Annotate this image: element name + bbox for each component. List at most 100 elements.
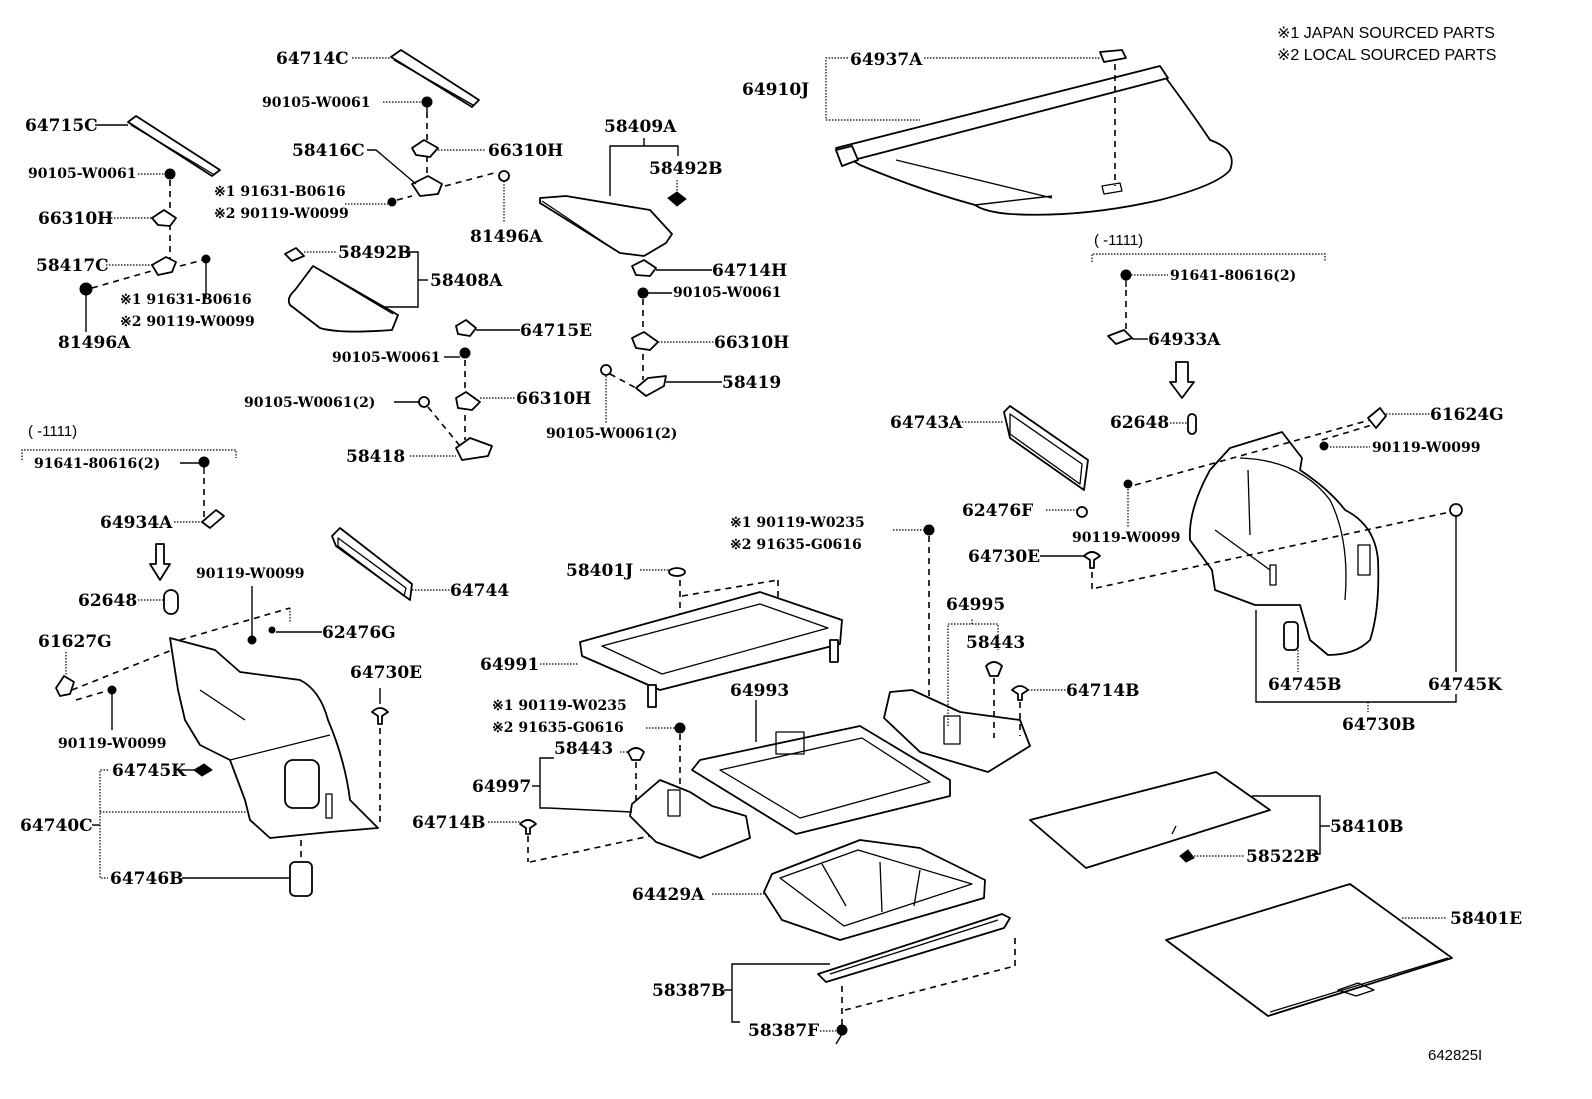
screw-icon — [247, 635, 257, 645]
bracket-58418[interactable] — [455, 437, 493, 461]
clip-58492B[interactable] — [667, 191, 687, 207]
screw-icon — [107, 685, 117, 695]
panel-58409A[interactable] — [539, 195, 673, 257]
label-64730E-l: 64730E — [350, 663, 422, 683]
clip-58401J[interactable] — [668, 567, 686, 577]
label-66310H-d: 66310H — [516, 389, 591, 409]
clip-58443[interactable] — [627, 747, 645, 761]
deck-board-58410B[interactable] — [1029, 771, 1271, 869]
label-91641-80616-l: 91641-80616(2) — [34, 456, 160, 472]
tonneau-cover-64910J[interactable] — [835, 65, 1233, 216]
label-64991: 64991 — [480, 655, 539, 675]
range-note-left: ( -1111) — [28, 423, 77, 440]
label-64745K-l: 64745K — [112, 761, 187, 781]
note-japan-sourced: ※1 JAPAN SOURCED PARTS — [1277, 25, 1495, 42]
label-58419: 58419 — [722, 373, 781, 393]
tool-tray-64429A[interactable] — [763, 839, 986, 941]
clip-62476F[interactable] — [1076, 506, 1088, 518]
clip-66310H[interactable] — [411, 139, 439, 158]
clip-64714H[interactable] — [631, 259, 657, 277]
clip-64715E[interactable] — [455, 319, 477, 337]
screw-icon — [1123, 479, 1133, 489]
label-64745B: 64745B — [1268, 675, 1342, 695]
label-58443-l: 58443 — [554, 739, 613, 759]
label-81496A-b: 81496A — [58, 333, 131, 353]
screw-icon — [164, 168, 176, 180]
clip-64714B[interactable] — [519, 819, 537, 835]
label-58417C: 58417C — [36, 256, 109, 276]
plug-62648[interactable] — [163, 589, 179, 615]
label-90119-W0235-m1: ※1 90119-W0235 — [730, 515, 865, 531]
clip-61627G[interactable] — [55, 675, 75, 697]
label-58387B: 58387B — [652, 981, 726, 1001]
bracket-58417C[interactable] — [151, 256, 177, 276]
scuff-plate-58387B[interactable] — [817, 913, 1011, 983]
clip-81496A[interactable] — [79, 282, 93, 296]
label-62476G: 62476G — [322, 623, 396, 643]
clip-62476G[interactable] — [268, 626, 276, 634]
plug-62648[interactable] — [1187, 413, 1197, 435]
label-64715C: 64715C — [25, 116, 98, 136]
clip-58522B[interactable] — [1179, 849, 1195, 863]
bracket-58419[interactable] — [635, 375, 667, 397]
figure-number: 642825I — [1428, 1047, 1482, 1064]
quarter-trim-64740C[interactable] — [169, 637, 379, 839]
clip-66310H[interactable] — [455, 391, 481, 411]
label-64744: 64744 — [450, 581, 509, 601]
frame-64991[interactable] — [579, 591, 843, 708]
clip-64745K[interactable] — [193, 763, 213, 777]
label-66310H-a: 66310H — [488, 141, 563, 161]
label-62476F: 62476F — [962, 501, 1033, 521]
panel-64744[interactable] — [331, 527, 413, 601]
label-81496A-a: 81496A — [470, 227, 543, 247]
box-64997[interactable] — [629, 779, 751, 859]
clip-64714B[interactable] — [1011, 685, 1029, 701]
label-90119-W0099-l1: 90119-W0099 — [196, 566, 304, 582]
clip-58387F[interactable] — [835, 1024, 848, 1045]
clip-66310H[interactable] — [631, 331, 659, 351]
panel-58408A[interactable] — [287, 265, 399, 333]
clip-58443[interactable] — [985, 661, 1003, 677]
clip-61624G[interactable] — [1367, 407, 1387, 429]
label-64730E-r: 64730E — [968, 547, 1040, 567]
note-local-sourced: ※2 LOCAL SOURCED PARTS — [1277, 47, 1496, 64]
label-91641-80616-r: 91641-80616(2) — [1170, 268, 1296, 284]
label-64997: 64997 — [472, 777, 531, 797]
label-90119-W0235-m2: ※1 90119-W0235 — [492, 698, 627, 714]
label-64714H: 64714H — [712, 261, 787, 281]
label-58410B: 58410B — [1330, 817, 1404, 837]
handle-64937A[interactable] — [1099, 49, 1127, 63]
arrow-down-icon — [1169, 361, 1195, 399]
cover-64745B[interactable] — [1283, 621, 1299, 651]
clip-58492B[interactable] — [284, 247, 305, 262]
part-64715C[interactable] — [127, 115, 221, 177]
label-90105-W0061-f: 90105-W0061(2) — [546, 426, 677, 442]
screw-icon — [201, 254, 211, 264]
label-64743A: 64743A — [890, 413, 963, 433]
label-91631-B0616-b: ※1 91631-B0616 — [120, 292, 252, 308]
tray-64993[interactable] — [691, 725, 951, 835]
box-64995[interactable] — [883, 689, 1031, 773]
label-64910J: 64910J — [742, 80, 809, 100]
screw-icon — [637, 287, 649, 299]
panel-64743A[interactable] — [1003, 405, 1089, 491]
label-64740C: 64740C — [20, 816, 93, 836]
clip-64745K[interactable] — [1449, 503, 1463, 517]
deck-mat-58401E[interactable] — [1165, 883, 1453, 1017]
clip-64730E[interactable] — [371, 707, 389, 725]
cover-64746B[interactable] — [289, 861, 313, 897]
label-61624G: 61624G — [1430, 405, 1504, 425]
label-91635-G0616-m2: ※2 91635-G0616 — [492, 720, 624, 736]
quarter-trim-64730B[interactable] — [1188, 431, 1380, 656]
clip-81496A[interactable] — [498, 170, 510, 182]
hook-64934A[interactable] — [201, 509, 225, 529]
clip-66310H[interactable] — [151, 209, 177, 227]
label-90119-W0099-a: ※2 90119-W0099 — [214, 206, 349, 222]
clip-64730E[interactable] — [1083, 551, 1101, 569]
label-90119-W0099-r2: 90119-W0099 — [1072, 530, 1180, 546]
label-90105-W0061-c: 90105-W0061 — [673, 285, 781, 301]
bracket-58416C[interactable] — [411, 175, 443, 197]
label-91631-B0616-a: ※1 91631-B0616 — [214, 184, 346, 200]
hook-64933A[interactable] — [1107, 329, 1133, 345]
part-64714C[interactable] — [390, 49, 480, 108]
